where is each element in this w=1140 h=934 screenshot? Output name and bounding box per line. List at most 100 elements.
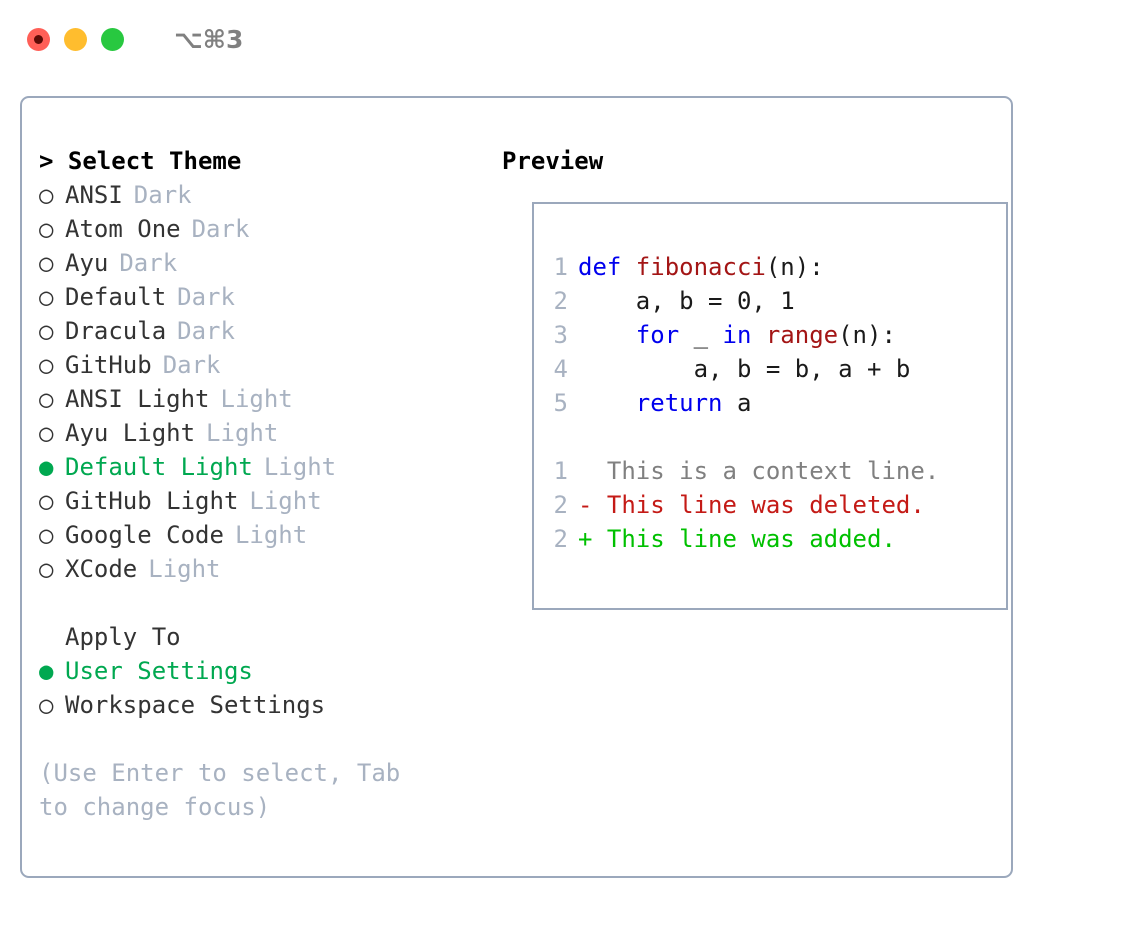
code-token: (n): xyxy=(838,321,896,349)
apply-to-option-user-settings[interactable]: ● User Settings xyxy=(39,654,489,688)
diff-content xyxy=(592,454,606,488)
code-content: return a xyxy=(578,386,752,420)
code-content: a, b = 0, 1 xyxy=(578,284,795,318)
theme-option-default-dark[interactable]: ○ Default Dark xyxy=(39,280,489,314)
code-token: a, b = 0, 1 xyxy=(578,287,795,315)
code-token: a, b = b, a + b xyxy=(578,355,911,383)
line-number: 1 xyxy=(553,457,568,485)
diff-content xyxy=(592,522,606,556)
theme-option-ansi-light[interactable]: ○ ANSI Light Light xyxy=(39,382,489,416)
theme-option-label: Ayu Light xyxy=(65,419,196,447)
preview-column: Preview 1 def fibonacci(n): 2 a, b = 0, … xyxy=(502,144,1008,610)
window-titlebar: ⌥⌘3 xyxy=(0,0,1140,78)
code-content: a, b = b, a + b xyxy=(578,352,911,386)
code-line: 2 a, b = 0, 1 xyxy=(534,284,1006,318)
theme-option-variant: Light xyxy=(263,453,337,481)
diff-text: This is a context line. xyxy=(606,457,940,485)
theme-option-default-light[interactable]: ● Default Light Light xyxy=(39,450,489,484)
radio-icon[interactable]: ○ xyxy=(39,249,54,277)
theme-option-ansi-dark[interactable]: ○ ANSI Dark xyxy=(39,178,489,212)
theme-option-github-dark[interactable]: ○ GitHub Dark xyxy=(39,348,489,382)
code-token: in xyxy=(722,321,766,349)
code-token xyxy=(578,321,636,349)
radio-icon[interactable]: ○ xyxy=(39,385,54,413)
theme-option-variant: Light xyxy=(234,521,308,549)
radio-icon[interactable]: ○ xyxy=(39,215,54,243)
theme-option-label: GitHub xyxy=(65,351,152,379)
code-token: a xyxy=(736,389,752,417)
diff-text: This line was deleted. xyxy=(606,491,925,519)
code-content: def fibonacci(n): xyxy=(578,250,824,284)
radio-selected-icon[interactable]: ● xyxy=(39,657,54,685)
line-number: 2 xyxy=(553,287,568,315)
theme-option-xcode[interactable]: ○ XCode Light xyxy=(39,552,489,586)
radio-icon[interactable]: ○ xyxy=(39,487,54,515)
line-number: 2 xyxy=(553,525,568,553)
apply-to-header: Apply To xyxy=(65,623,181,651)
radio-icon[interactable]: ○ xyxy=(39,555,54,583)
diff-text: This line was added. xyxy=(606,525,896,553)
close-window-icon[interactable] xyxy=(27,27,50,51)
radio-icon[interactable]: ○ xyxy=(39,521,54,549)
apply-to-group: ○ Apply To ● User Settings ○ Workspace S… xyxy=(39,620,489,722)
code-line: 5 return a xyxy=(534,386,1006,420)
theme-option-github-light[interactable]: ○ GitHub Light Light xyxy=(39,484,489,518)
select-theme-header: > Select Theme xyxy=(39,147,242,175)
code-token: fibonacci xyxy=(635,253,766,281)
code-token: for xyxy=(635,321,694,349)
code-token: return xyxy=(635,389,737,417)
theme-option-label: Default Light xyxy=(65,453,253,481)
code-token: range xyxy=(765,321,839,349)
theme-option-variant: Light xyxy=(206,419,279,447)
theme-option-variant: Light xyxy=(148,555,221,583)
theme-option-dracula-dark[interactable]: ○ Dracula Dark xyxy=(39,314,489,348)
minimize-window-icon[interactable] xyxy=(64,27,87,51)
theme-option-label: Dracula xyxy=(65,317,167,345)
radio-icon[interactable]: ○ xyxy=(39,691,54,719)
radio-icon[interactable]: ○ xyxy=(39,351,54,379)
line-number: 2 xyxy=(553,491,568,519)
spacer-bullet: ○ xyxy=(39,620,65,654)
theme-option-label: GitHub Light xyxy=(65,487,239,515)
window-title: ⌥⌘3 xyxy=(174,24,244,54)
apply-to-option-label: User Settings xyxy=(65,657,253,685)
theme-option-variant: Dark xyxy=(133,181,192,209)
radio-selected-icon[interactable]: ● xyxy=(39,453,54,481)
radio-icon[interactable]: ○ xyxy=(39,317,54,345)
theme-option-label: XCode xyxy=(65,555,138,583)
theme-option-atom-one-dark[interactable]: ○ Atom One Dark xyxy=(39,212,489,246)
maximize-window-icon[interactable] xyxy=(101,27,124,51)
radio-icon[interactable]: ○ xyxy=(39,283,54,311)
code-token: (n): xyxy=(765,253,824,281)
theme-list-column: > Select Theme ○ ANSI Dark ○ Atom One Da… xyxy=(39,144,489,824)
panel-inner: > Select Theme ○ ANSI Dark ○ Atom One Da… xyxy=(22,98,1011,876)
line-number: 5 xyxy=(553,389,568,417)
theme-option-label: ANSI xyxy=(65,181,123,209)
theme-option-label: Atom One xyxy=(65,215,181,243)
diff-line-context: 1 This is a context line. xyxy=(534,454,1006,488)
radio-icon[interactable]: ○ xyxy=(39,419,54,447)
apply-to-option-workspace-settings[interactable]: ○ Workspace Settings xyxy=(39,688,489,722)
code-line: 1 def fibonacci(n): xyxy=(534,250,1006,284)
preview-header: Preview xyxy=(502,147,604,175)
theme-option-list: ○ ANSI Dark ○ Atom One Dark ○ Ayu Dark xyxy=(39,178,489,586)
theme-option-label: Google Code xyxy=(65,521,224,549)
preview-diff-block: 1 This is a context line. 2 - This line … xyxy=(534,454,1006,556)
apply-to-header-row: ○ Apply To xyxy=(39,620,489,654)
traffic-light-group xyxy=(27,27,124,51)
theme-option-google-code[interactable]: ○ Google Code Light xyxy=(39,518,489,552)
code-line: 3 for _ in range(n): xyxy=(534,318,1006,352)
code-line: 4 a, b = b, a + b xyxy=(534,352,1006,386)
diff-marker: - xyxy=(578,491,593,519)
theme-option-variant: Light xyxy=(220,385,293,413)
theme-picker-panel: > Select Theme ○ ANSI Dark ○ Atom One Da… xyxy=(20,96,1013,878)
radio-icon[interactable]: ○ xyxy=(39,181,54,209)
code-token: def xyxy=(578,253,636,281)
theme-option-ayu-dark[interactable]: ○ Ayu Dark xyxy=(39,246,489,280)
diff-line-deleted: 2 - This line was deleted. xyxy=(534,488,1006,522)
line-number: 3 xyxy=(553,321,568,349)
preview-box: 1 def fibonacci(n): 2 a, b = 0, 1 3 for … xyxy=(532,202,1008,610)
diff-marker xyxy=(578,454,592,488)
theme-option-ayu-light[interactable]: ○ Ayu Light Light xyxy=(39,416,489,450)
